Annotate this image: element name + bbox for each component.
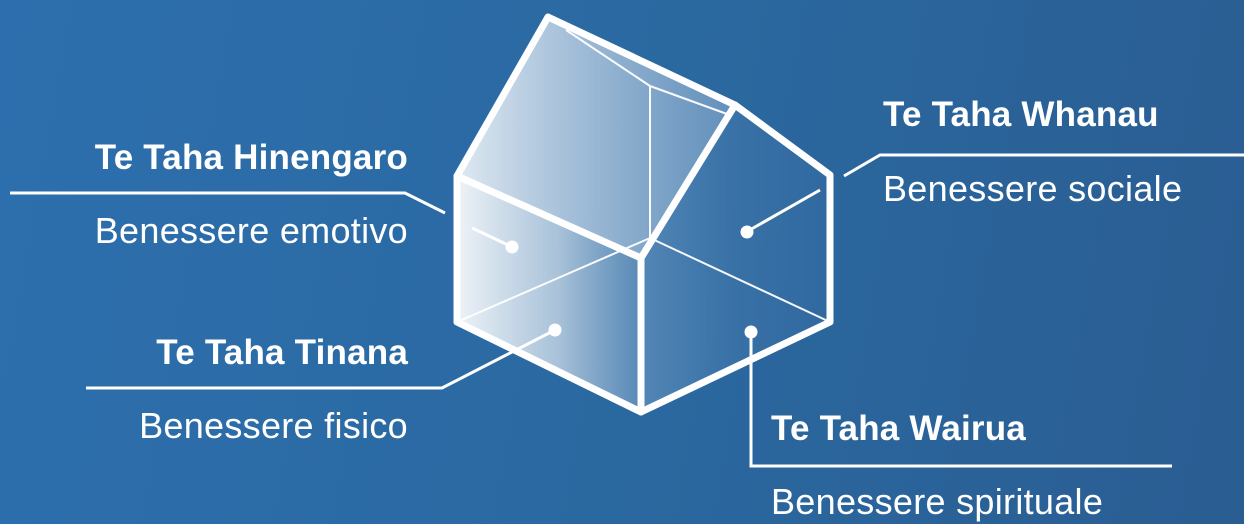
leader-hinengaro — [10, 191, 446, 215]
leader-tinana — [86, 328, 556, 390]
label-whanau-title: Te Taha Whanau — [883, 95, 1159, 134]
dot-hinengaro — [505, 240, 519, 254]
house-shape — [453, 13, 834, 416]
label-tinana-title: Te Taha Tinana — [156, 333, 408, 372]
dot-tinana — [548, 323, 562, 337]
leader-wairua — [749, 332, 1172, 468]
label-tinana-subtitle: Benessere fisico — [139, 405, 408, 446]
label-whanau-subtitle: Benessere sociale — [883, 168, 1183, 209]
dot-whanau — [740, 225, 754, 239]
leader-hinengaro-inner — [471, 226, 509, 247]
leader-whanau — [843, 153, 1244, 178]
label-wairua-subtitle: Benessere spirituale — [771, 481, 1104, 522]
marker-dots — [505, 225, 758, 339]
leader-whanau-inner — [747, 188, 821, 233]
roof-left-face — [457, 17, 735, 258]
label-hinengaro-subtitle: Benessere emotivo — [94, 210, 408, 251]
left-wall-face — [457, 176, 641, 412]
dot-wairua — [744, 325, 758, 339]
label-wairua-title: Te Taha Wairua — [771, 409, 1026, 448]
leader-lines — [10, 153, 1244, 468]
label-hinengaro-title: Te Taha Hinengaro — [94, 138, 408, 177]
